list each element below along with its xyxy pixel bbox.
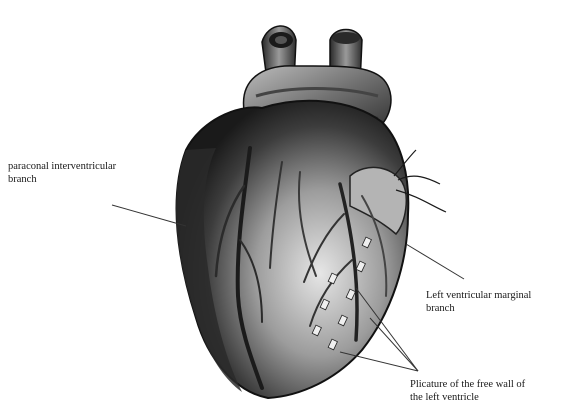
label-plicature-line1: Plicature of the free wall of — [410, 379, 525, 392]
label-paraconal-line1: paraconal interventricular — [8, 161, 116, 174]
label-paraconal-branch: paraconal interventricular branch — [8, 161, 116, 186]
leader-line-plicature-2 — [370, 318, 418, 371]
leader-line-marginal — [406, 244, 464, 279]
label-marginal-branch: Left ventricular marginal branch — [426, 290, 531, 315]
label-paraconal-line2: branch — [8, 174, 116, 187]
label-plicature: Plicature of the free wall of the left v… — [410, 379, 525, 404]
label-plicature-line2: the left ventricle — [410, 392, 525, 405]
label-marginal-line1: Left ventricular marginal — [426, 290, 531, 303]
label-marginal-line2: branch — [426, 303, 531, 316]
leader-line-paraconal — [112, 205, 186, 226]
